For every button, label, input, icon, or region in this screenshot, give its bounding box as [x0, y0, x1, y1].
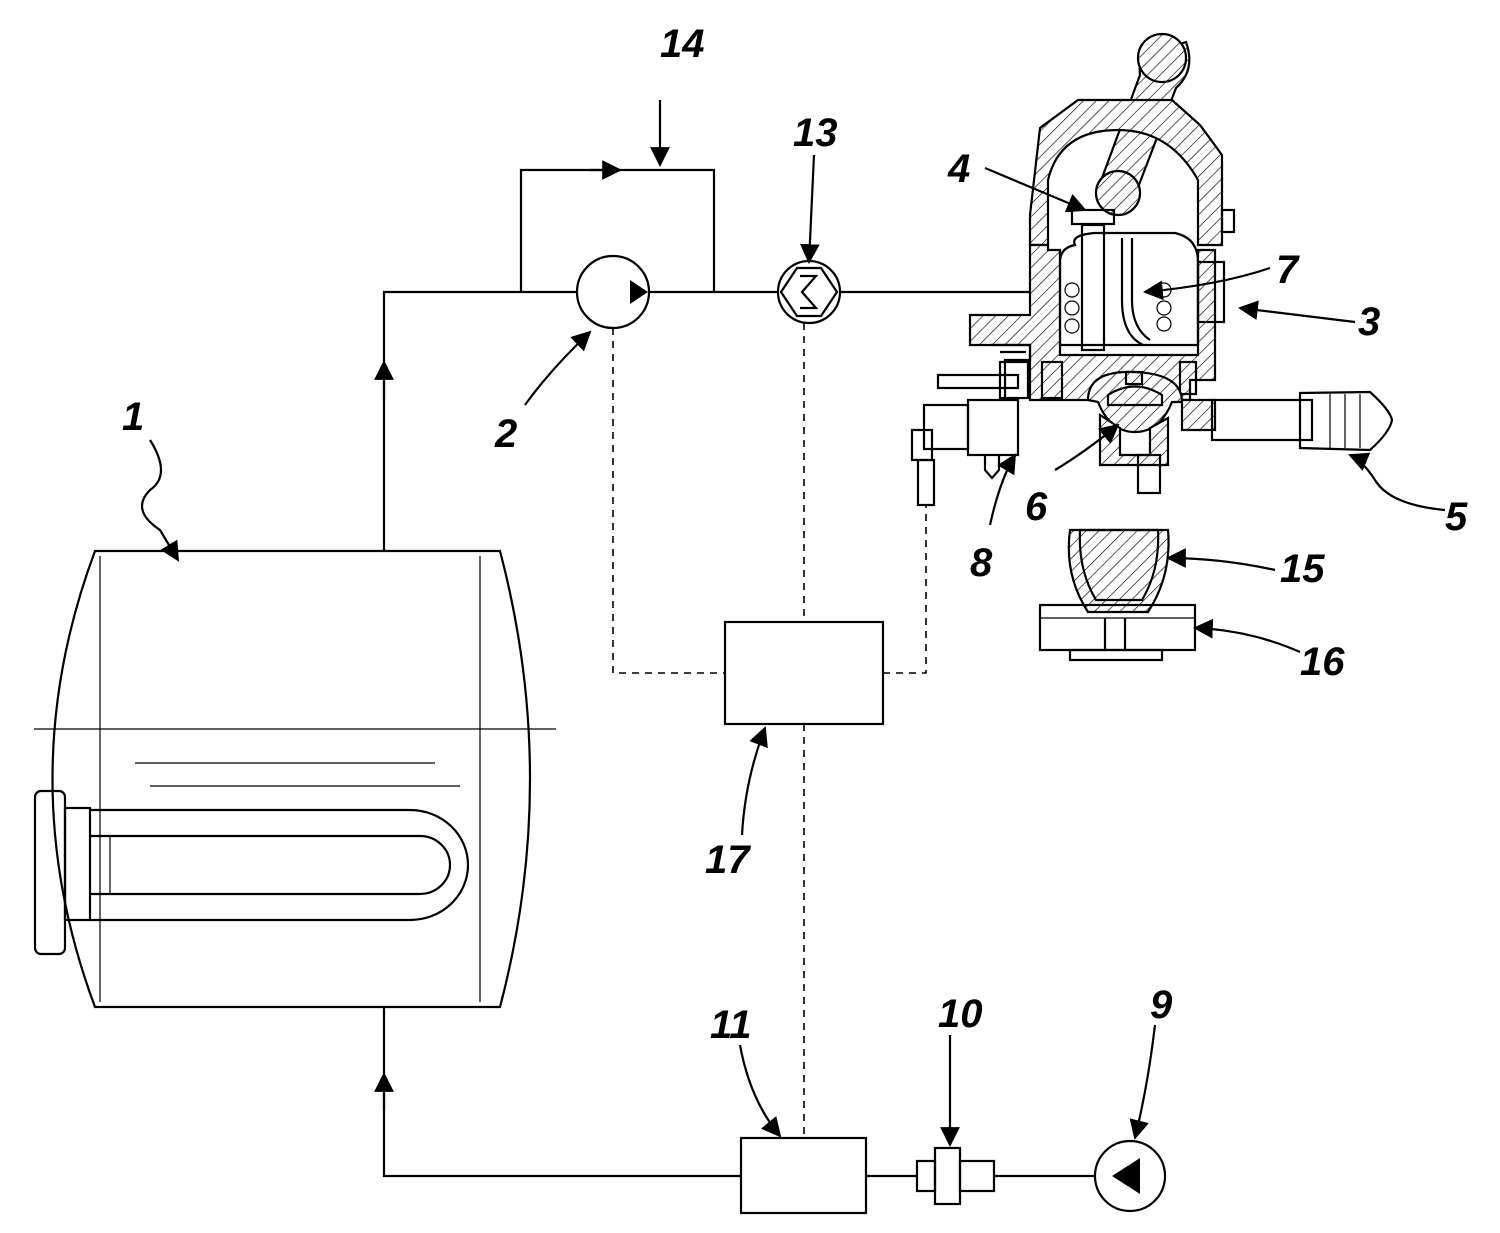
label-brew-group: 3	[1358, 300, 1380, 344]
solenoid-valve-icon	[912, 362, 1028, 505]
controller-box	[725, 622, 883, 724]
label-scale: 16	[1300, 640, 1345, 684]
control-lines	[613, 323, 926, 1138]
pump-icon	[577, 256, 649, 328]
label-solenoid-valve: 8	[970, 541, 993, 585]
label-boiler: 1	[122, 395, 144, 439]
label-group-valve: 4	[947, 147, 970, 191]
label-cup: 15	[1280, 547, 1325, 591]
label-piston: 6	[1025, 485, 1048, 529]
label-bypass: 14	[660, 22, 705, 66]
inlet-valve-icon	[917, 1148, 994, 1204]
label-spring: 7	[1276, 248, 1300, 292]
supply-pump-icon	[1095, 1141, 1165, 1211]
brew-group-icon	[970, 34, 1392, 493]
label-controller: 17	[705, 838, 751, 882]
flow-meter-icon	[778, 261, 840, 323]
cup-icon	[1069, 530, 1169, 612]
label-supply-pump: 9	[1150, 983, 1173, 1027]
label-portafilter: 5	[1445, 495, 1468, 539]
outlet-pipe	[384, 292, 578, 551]
label-pump: 2	[494, 412, 517, 456]
label-inlet-box: 11	[710, 1003, 752, 1047]
label-flow-meter: 13	[793, 111, 838, 155]
label-inlet-valve: 10	[938, 992, 983, 1036]
bypass-loop	[521, 170, 714, 292]
boiler-tank	[34, 551, 556, 1007]
inlet-box	[741, 1138, 866, 1213]
scale-icon	[1040, 605, 1195, 660]
